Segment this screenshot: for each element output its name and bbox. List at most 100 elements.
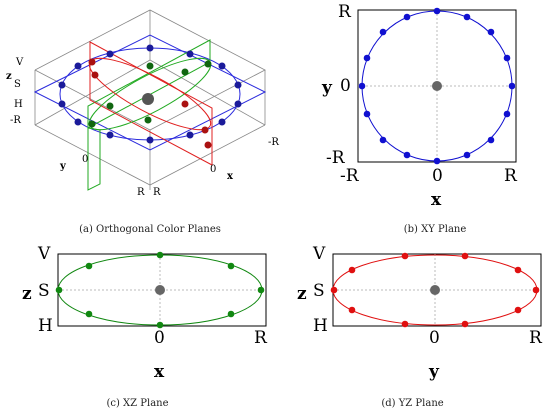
xy-plane-point — [433, 7, 441, 15]
panel-xy-plane: R 0 -R y -R 0 R x (b) XY Plane — [300, 0, 550, 240]
xy-point — [234, 100, 242, 108]
xy-plane-point — [463, 151, 471, 159]
xy-tick-r-top: R — [338, 2, 351, 22]
yz-point — [201, 126, 209, 134]
xy-point — [146, 136, 154, 144]
xz-tick-r: R — [254, 328, 267, 348]
panel-orthogonal-planes: z V S H -R y 0 R R 0 x -R (a) Orthogonal… — [0, 0, 300, 240]
xy-plane-point — [403, 13, 411, 21]
xz-plane-point — [257, 286, 265, 294]
xy-plane-point — [379, 136, 387, 144]
caption-d: (d) YZ Plane — [381, 398, 444, 409]
caption-b: (b) XY Plane — [403, 224, 467, 235]
xy-origin — [432, 81, 442, 91]
xz-point — [88, 120, 96, 128]
xy-tick-r-x: R — [504, 166, 517, 186]
caption-a: (a) Orthogonal Color Planes — [79, 224, 221, 235]
xy-plane-point — [503, 54, 511, 62]
xz-tick-zero: 0 — [154, 328, 165, 348]
yz-plane-plot — [330, 252, 542, 328]
xy-point — [186, 131, 194, 139]
xy-plane-points — [358, 7, 516, 165]
xy-x-axis-label: x — [431, 190, 442, 210]
xy-plane-point — [487, 136, 495, 144]
xy-plane-point — [379, 28, 387, 36]
yz-tick-s: S — [313, 281, 325, 301]
yz-plane-point — [514, 306, 522, 314]
tick-s: S — [14, 79, 21, 90]
xy-point — [234, 81, 242, 89]
right-tick-neg-r: -R — [268, 137, 279, 148]
xz-plane-point — [156, 321, 164, 329]
xy-point — [58, 100, 66, 108]
tick-neg-r: -R — [10, 115, 21, 126]
xy-y-axis-label: y — [322, 78, 332, 98]
yz-point — [88, 58, 96, 66]
xy-plane-point — [403, 151, 411, 159]
yz-plane-point — [401, 252, 409, 260]
xz-plane-edge — [87, 127, 101, 191]
x-axis-label: x — [227, 171, 233, 182]
tick-v: V — [16, 57, 24, 68]
origin-point — [142, 93, 154, 105]
yz-plane-point — [532, 286, 540, 294]
xz-point — [146, 62, 154, 70]
yz-point — [181, 100, 189, 108]
yz-point — [91, 71, 99, 79]
yz-points — [88, 58, 212, 149]
xy-point — [218, 118, 226, 126]
xy-plane-point — [503, 110, 511, 118]
xz-tick-v: V — [38, 244, 51, 264]
yz-z-axis-label: z — [297, 284, 307, 304]
xz-point — [181, 68, 189, 76]
xy-point — [74, 118, 82, 126]
y-zero-tick: 0 — [82, 154, 89, 165]
xy-point — [74, 62, 82, 70]
yz-origin — [430, 285, 440, 295]
xy-tick-neg-r: -R — [326, 148, 345, 168]
xz-plane-point — [55, 286, 63, 294]
caption-c: (c) XZ Plane — [106, 398, 169, 409]
yz-plane-points — [330, 252, 540, 328]
xy-plane-point — [508, 82, 516, 90]
xz-point — [106, 102, 114, 110]
xz-plane-point — [227, 262, 235, 270]
xy-plane-point — [358, 82, 366, 90]
bottom-tick-r1: R — [137, 187, 145, 198]
xy-point — [186, 50, 194, 58]
xy-plane-point — [363, 54, 371, 62]
yz-plane-point — [514, 266, 522, 274]
yz-y-axis-label: y — [429, 362, 439, 382]
x-zero-tick: 0 — [210, 164, 217, 175]
xy-plane-point — [363, 110, 371, 118]
xz-plane-points — [55, 251, 265, 329]
yz-plane-point — [330, 286, 338, 294]
y-axis-label: y — [60, 161, 66, 172]
yz-plane-point — [461, 252, 469, 260]
xz-plane-point — [227, 310, 235, 318]
xy-points — [58, 44, 242, 144]
yz-plane-point — [461, 320, 469, 328]
xy-point — [218, 62, 226, 70]
xy-plane-point — [463, 13, 471, 21]
yz-plane-point — [348, 306, 356, 314]
xz-point — [204, 60, 212, 68]
xy-tick-zero-y: 0 — [340, 76, 351, 96]
panel-xz-plane: V S H z 0 R x (c) XZ Plane — [0, 240, 275, 417]
yz-plane — [89, 41, 213, 166]
xz-plane-point — [156, 251, 164, 259]
xz-z-axis-label: z — [22, 284, 32, 304]
xy-point — [58, 81, 66, 89]
panel-yz-plane: V S H z 0 R y (d) YZ Plane — [275, 240, 550, 417]
z-axis-label: z — [6, 71, 12, 82]
xz-tick-s: S — [38, 281, 50, 301]
bottom-tick-r2: R — [153, 187, 161, 198]
xz-tick-h: H — [38, 316, 53, 336]
xy-tick-neg-r-x: -R — [340, 166, 359, 186]
xz-plane-plot — [55, 251, 267, 329]
xz-plane-point — [85, 262, 93, 270]
xy-point — [146, 44, 154, 52]
xy-plane-point — [433, 157, 441, 165]
yz-tick-r: R — [529, 328, 542, 348]
xz-origin — [155, 285, 165, 295]
